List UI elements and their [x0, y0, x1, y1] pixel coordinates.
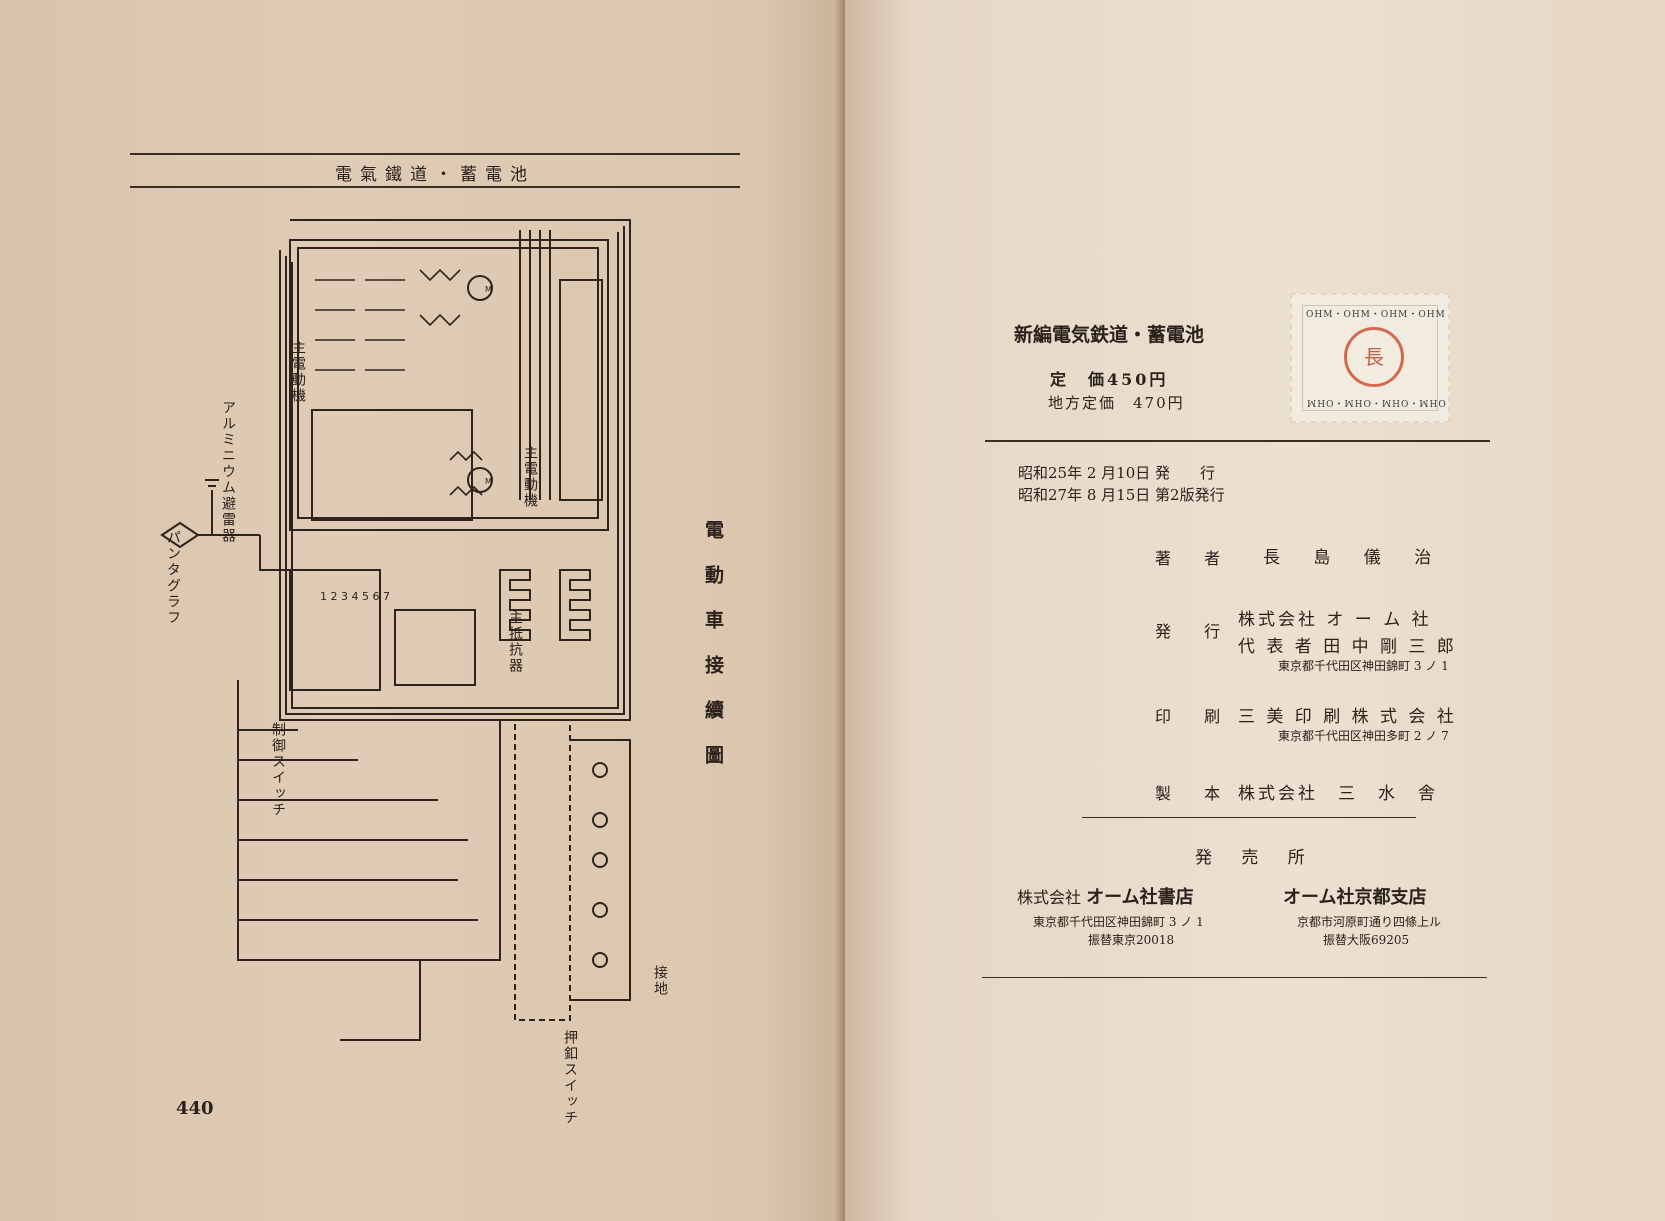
motor-label-2: 主電動機: [290, 340, 306, 404]
local-price: 地方定価 470円: [1048, 394, 1185, 412]
author-seal: 長: [1344, 327, 1404, 387]
printer-company: 三 美 印 刷 株 式 会 社: [1238, 707, 1457, 727]
author-label: 著 者: [1155, 549, 1235, 568]
svg-text:M: M: [485, 285, 492, 294]
svg-text:1 2 3 4 5 6 7: 1 2 3 4 5 6 7: [320, 590, 390, 603]
binder-company: 株式会社 三 水 舎: [1238, 784, 1438, 804]
store1-account: 振替東京20018: [1088, 933, 1175, 947]
header-rule-bottom: [130, 186, 740, 188]
printer-label: 印 刷: [1155, 707, 1235, 726]
price: 定 価450円: [1050, 370, 1169, 389]
store1-prefix: 株式会社: [1017, 888, 1082, 907]
store2-address: 京都市河原町通り四條上ル: [1297, 915, 1442, 929]
stamp-border-text-bottom: OHM・OHM・OHM・OHM: [1306, 397, 1446, 407]
publisher-label: 発 行: [1155, 622, 1235, 641]
motor-symbol-2: [467, 467, 493, 493]
main-resistor: [499, 569, 591, 641]
publisher-representative: 代 表 者 田 中 剛 三 郎: [1238, 637, 1457, 657]
book-title: 新編電気鉄道・蓄電池: [1014, 324, 1205, 346]
date-first-edition: 昭和25年 2 月10日 発 行: [1018, 464, 1216, 482]
circuit-diagram: 1 2 3 4 5 6 7 M M: [160, 219, 631, 1041]
left-page: 電氣鐵道・蓄電池: [0, 0, 845, 1221]
running-head: 電氣鐵道・蓄電池: [335, 165, 535, 185]
stamp-frame: [1302, 305, 1438, 411]
store2: オーム社京都支店: [1283, 883, 1426, 909]
push-switch-label: 押釦スイッチ: [562, 1030, 578, 1126]
author-name: 長 島 儀 治: [1263, 548, 1446, 568]
store1: 株式会社 オーム社書店: [1017, 883, 1194, 909]
motor-label-1: 主電動機: [522, 445, 538, 509]
control-switch-label: 制御スイッチ: [270, 722, 286, 818]
binder-label: 製 本: [1155, 784, 1235, 803]
controller-box: [289, 569, 381, 691]
rule-top: [985, 440, 1490, 442]
date-second-edition: 昭和27年 8 月15日 第2版発行: [1018, 486, 1225, 504]
main-resistor-label: 主抵抗器: [507, 610, 523, 674]
store2-account: 振替大阪69205: [1323, 933, 1410, 947]
sales-heading: 発 売 所: [1195, 848, 1317, 868]
switch-panel: [514, 719, 571, 1021]
header-rule-top: [130, 153, 740, 155]
store2-name: オーム社京都支店: [1283, 887, 1427, 908]
rule-bottom: [982, 977, 1487, 978]
printer-address: 東京都千代田区神田多町 2 ノ 7: [1278, 729, 1449, 743]
motor-symbol-1: [467, 275, 493, 301]
motor-box: [311, 409, 473, 521]
arrester-label: アルミニウム避雷器: [220, 400, 236, 544]
page-number: 440: [176, 1098, 214, 1119]
store1-name: オーム社書店: [1086, 887, 1194, 908]
pantograph-label: パンタグラフ: [165, 530, 181, 626]
publisher-address: 東京都千代田区神田錦町 3 ノ 1: [1278, 659, 1449, 673]
diagram-title: 電動車接續圖: [702, 520, 724, 790]
ground-label: 接地: [652, 965, 668, 997]
svg-text:M: M: [485, 477, 492, 486]
revenue-stamp: OHM・OHM・OHM・OHM OHM・OHM・OHM・OHM 長: [1290, 293, 1450, 423]
stamp-border-text-top: OHM・OHM・OHM・OHM: [1306, 310, 1446, 320]
right-page: 新編電気鉄道・蓄電池 定 価450円 地方定価 470円 OHM・OHM・OHM…: [845, 0, 1665, 1221]
store1-address: 東京都千代田区神田錦町 3 ノ 1: [1033, 915, 1204, 929]
control-box-outer: [297, 247, 599, 519]
contactor-box: [559, 279, 603, 501]
publisher-company: 株式会社 オ ー ム 社: [1238, 610, 1432, 630]
rule-middle: [1082, 817, 1416, 818]
